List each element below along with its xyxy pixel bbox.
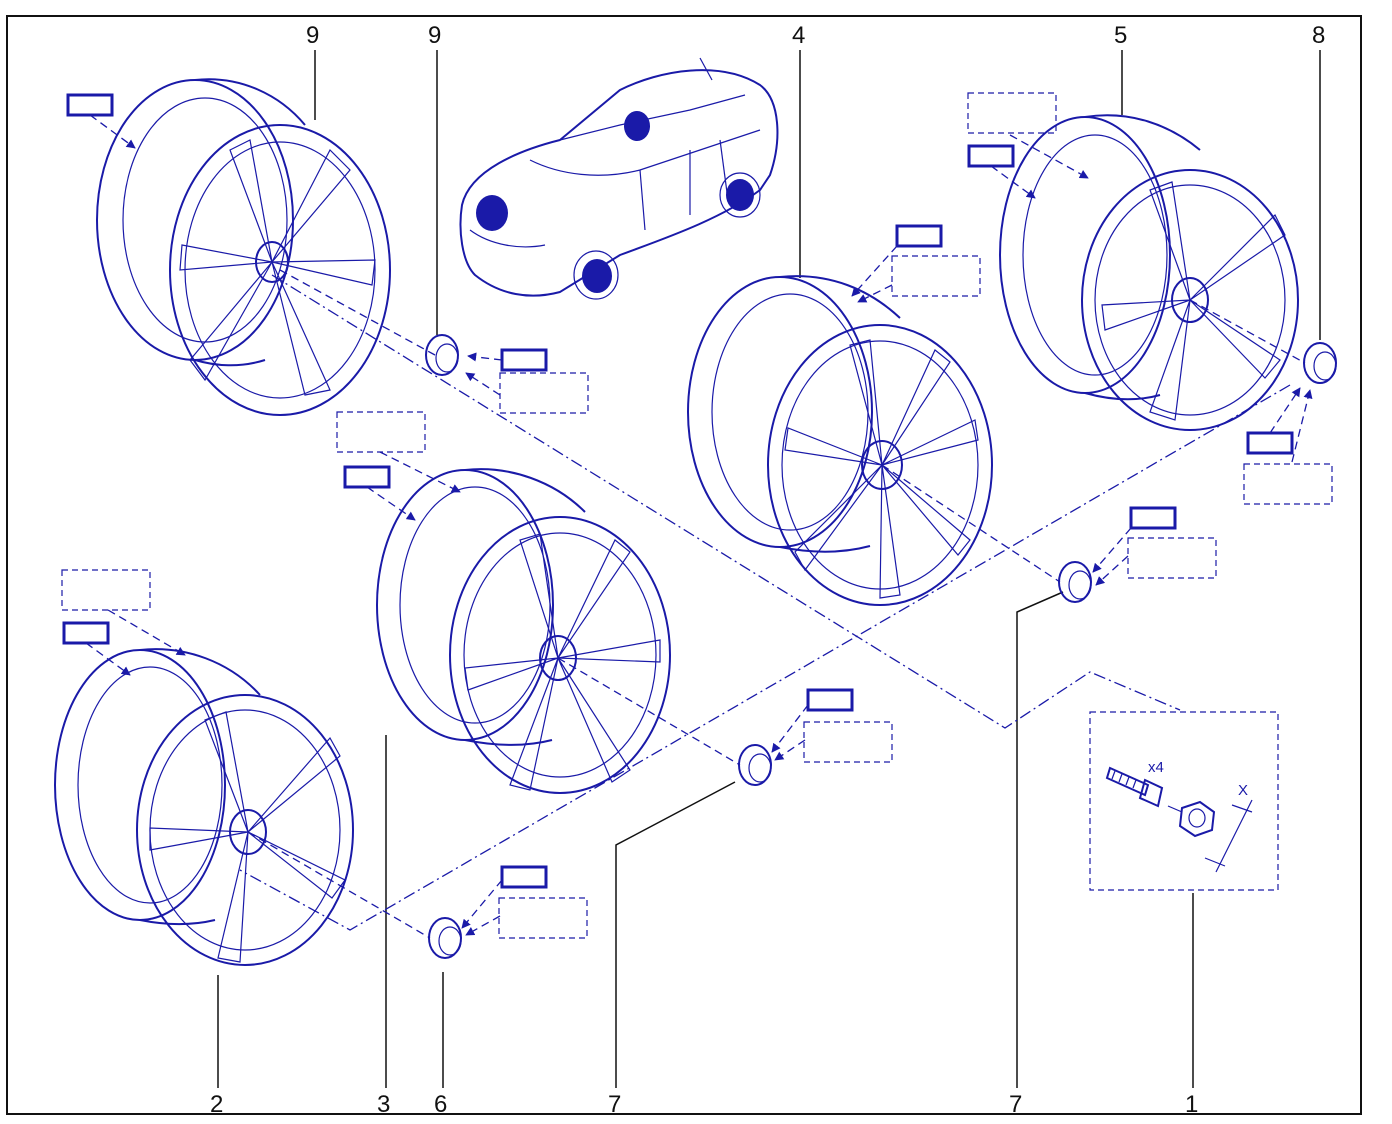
center-cap-9 [425,334,459,376]
leader-lines [217,50,1321,1088]
dimension-x-label: X [1238,782,1248,799]
label-tags [62,93,1313,936]
wheel-4 [687,275,993,606]
callout-1: 1 [1185,1091,1198,1118]
quantity-label: x4 [1148,759,1164,776]
wheel-2 [54,648,354,966]
callout-3: 3 [377,1091,390,1118]
callout-9-cap: 9 [428,22,441,49]
callout-6: 6 [434,1091,447,1118]
wheel-3 [376,468,671,794]
callout-7-right: 7 [1009,1091,1022,1118]
fastener-detail: x4 X [1089,711,1279,891]
callout-8: 8 [1312,22,1325,49]
center-cap-6 [428,917,462,959]
callout-5: 5 [1114,22,1127,49]
wheel-nut-icon [1167,800,1216,838]
vehicle-icon [459,57,779,300]
axis-lines [239,269,1306,939]
center-cap-7-left [738,744,772,786]
center-cap-7-right [1058,561,1092,603]
callout-7-left: 7 [608,1091,621,1118]
wheel-bolt-icon [1105,766,1164,808]
wheel-9 [96,78,391,416]
callout-2: 2 [210,1091,223,1118]
center-cap-8 [1303,342,1337,384]
callout-9-wheel: 9 [306,22,319,49]
wheel-5 [999,114,1299,431]
diagram-frame [6,15,1362,1115]
reference-boxes [61,92,1333,939]
callout-4: 4 [792,22,805,49]
